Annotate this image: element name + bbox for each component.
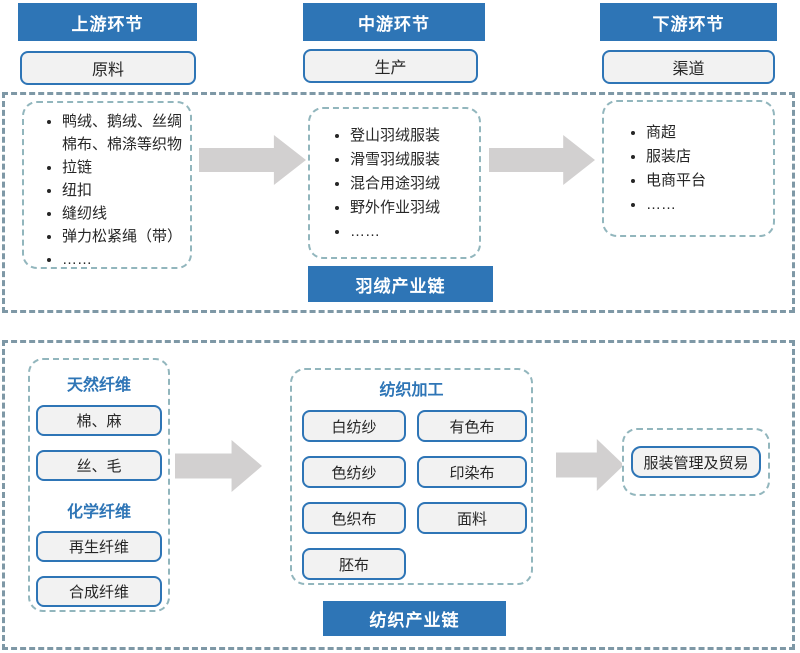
material-item: 弹力松紧绳（带） (62, 225, 184, 248)
process-box: 胚布 (302, 548, 406, 580)
right-arrow-icon (489, 135, 595, 185)
right-arrow-icon (175, 440, 262, 492)
stage-label-production: 生产 (303, 49, 478, 83)
textile-chain-title: 纺织产业链 (323, 601, 506, 636)
processing-panel: 纺织加工 白纺纱有色布色纺纱印染布色织布面料胚布 (290, 368, 533, 585)
stage-header-upstream: 上游环节 (18, 3, 197, 41)
material-item: 鸭绒、鹅绒、丝绸棉布、棉涤等织物 (62, 110, 184, 156)
process-box: 面料 (417, 502, 527, 534)
process-box: 色织布 (302, 502, 406, 534)
process-box: 有色布 (417, 410, 527, 442)
down-materials-box: 鸭绒、鹅绒、丝绸棉布、棉涤等织物拉链纽扣缝纫线弹力松紧绳（带）…… (22, 101, 192, 269)
processing-title: 纺织加工 (379, 382, 444, 399)
stage-header-downstream: 下游环节 (600, 3, 777, 41)
product-item: 野外作业羽绒 (350, 196, 475, 220)
material-item: 拉链 (62, 156, 184, 179)
channel-item: 服装店 (646, 145, 769, 169)
natural-fiber-title: 天然纤维 (66, 377, 131, 394)
channel-item: 商超 (646, 121, 769, 145)
textile-chain-container (2, 340, 795, 650)
chemical-fiber-title: 化学纤维 (66, 504, 131, 521)
channel-item: …… (646, 193, 769, 217)
fiber-box: 再生纤维 (36, 531, 162, 562)
down-products-list: 登山羽绒服装滑雪羽绒服装混合用途羽绒野外作业羽绒…… (310, 109, 479, 244)
chemical-fiber-list: 再生纤维合成纤维 (30, 531, 168, 621)
down-materials-list: 鸭绒、鹅绒、丝绸棉布、棉涤等织物拉链纽扣缝纫线弹力松紧绳（带）…… (24, 103, 190, 271)
channel-item: 电商平台 (646, 169, 769, 193)
destination-panel: 服装管理及贸易 (622, 428, 770, 496)
down-chain-container (2, 92, 795, 313)
material-item: 缝纫线 (62, 202, 184, 225)
product-item: …… (350, 220, 475, 244)
down-channels-list: 商超服装店电商平台…… (604, 121, 773, 217)
process-box: 白纺纱 (302, 410, 406, 442)
processing-grid: 白纺纱有色布色纺纱印染布色织布面料胚布 (292, 410, 531, 580)
product-item: 登山羽绒服装 (350, 124, 475, 148)
down-channels-box: 商超服装店电商平台…… (602, 100, 775, 237)
product-item: 混合用途羽绒 (350, 172, 475, 196)
stage-label-channel: 渠道 (602, 50, 775, 84)
fiber-box: 合成纤维 (36, 576, 162, 607)
stage-label-raw-material: 原料 (20, 51, 196, 85)
stage-header-midstream: 中游环节 (303, 3, 485, 41)
material-item: …… (62, 248, 184, 271)
natural-fiber-list: 棉、麻丝、毛 (30, 405, 168, 495)
product-item: 滑雪羽绒服装 (350, 148, 475, 172)
down-products-box: 登山羽绒服装滑雪羽绒服装混合用途羽绒野外作业羽绒…… (308, 107, 481, 259)
fiber-box: 丝、毛 (36, 450, 162, 481)
material-item: 纽扣 (62, 179, 184, 202)
process-box: 色纺纱 (302, 456, 406, 488)
fiber-box: 棉、麻 (36, 405, 162, 436)
destination-box: 服装管理及贸易 (631, 446, 761, 478)
fiber-panel: 天然纤维 棉、麻丝、毛 化学纤维 再生纤维合成纤维 (28, 358, 170, 612)
right-arrow-icon (199, 135, 306, 185)
down-chain-title: 羽绒产业链 (308, 266, 493, 302)
process-box: 印染布 (417, 456, 527, 488)
right-arrow-icon (556, 439, 624, 491)
